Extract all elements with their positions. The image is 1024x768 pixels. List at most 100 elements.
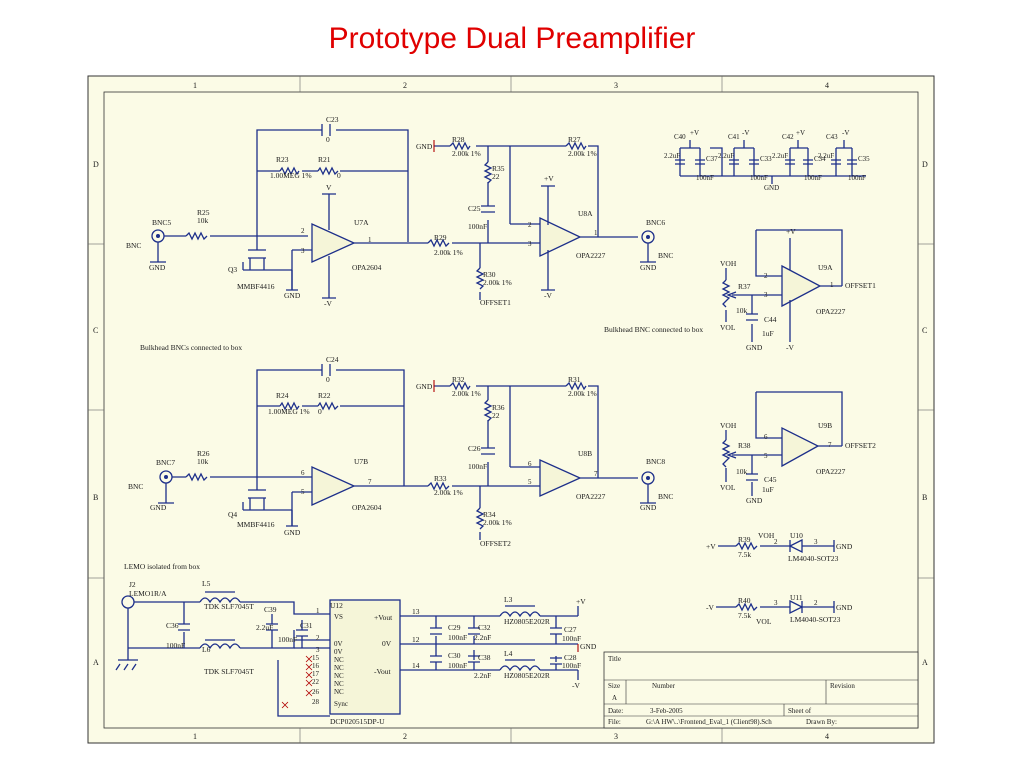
u12-pin-name: VS <box>334 613 343 621</box>
r40-resistor <box>735 602 758 612</box>
u7b-label: U7B <box>354 457 368 466</box>
pin-label: 5 <box>764 452 768 460</box>
col-label-top: 1 <box>193 81 197 90</box>
pin-label: 6 <box>301 469 305 477</box>
sheet-inner-frame <box>103 91 919 729</box>
r32-label: R32 <box>452 375 465 384</box>
pin-14: 14 <box>412 661 420 670</box>
r36-label: R36 <box>492 403 505 412</box>
lemo-note: LEMO isolated from box <box>124 562 200 571</box>
c24-capacitor <box>321 364 331 376</box>
file-field-label: File: <box>608 718 621 726</box>
u12-left-pins: VS 0V 0V NC NC NC NC NC Sync 1 2 3 15 16… <box>312 607 348 708</box>
r37-label: R37 <box>738 282 751 291</box>
r38-value: 10k <box>736 467 748 476</box>
c41-value: 2.2uF <box>718 152 734 160</box>
u7a-opamp <box>311 222 356 264</box>
pin-label: 2 <box>528 221 532 229</box>
c43-value: 2.2uF <box>818 152 834 160</box>
u12-pin-num: 3 <box>316 646 320 654</box>
r21-label: R21 <box>318 155 331 164</box>
r23-value: 1.00MEG 1% <box>270 171 312 180</box>
u12-pin-name: NC <box>334 672 344 680</box>
r28-label: R28 <box>452 135 465 144</box>
col-label-bottom: 4 <box>825 732 829 741</box>
u12-pin-num: 1 <box>316 607 320 615</box>
c25-label: C25 <box>468 204 481 213</box>
c25-value: 100nF <box>468 222 487 231</box>
pos-label: +V <box>576 597 586 606</box>
voltage-references <box>716 538 835 615</box>
c30-label: C30 <box>448 651 461 660</box>
r23-label: R23 <box>276 155 289 164</box>
u9a-label: U9A <box>818 263 833 272</box>
u7b-opamp <box>311 465 356 507</box>
upper-channel <box>150 124 656 300</box>
r38-label: R38 <box>738 441 751 450</box>
r29-resistor <box>427 238 450 248</box>
u7b-part: OPA2604 <box>352 503 382 512</box>
c31-label: C31 <box>300 621 313 630</box>
pos-label: +V <box>786 227 796 236</box>
bnc-label: BNC <box>658 492 673 501</box>
c29-label: C29 <box>448 623 461 632</box>
j2-label: J2 <box>129 580 136 589</box>
gnd-label: GND <box>149 263 166 272</box>
r33-resistor <box>427 481 450 491</box>
c33-label: C33 <box>760 155 772 163</box>
r31-label: R31 <box>568 375 581 384</box>
u9b-label: U9B <box>818 421 832 430</box>
c33-value: 100nF <box>750 174 768 182</box>
pin-label: 6 <box>764 433 768 441</box>
offset-buffer-a <box>721 229 843 342</box>
voh-label: VOH <box>720 259 737 268</box>
size-field-label: Size <box>608 682 620 690</box>
c44-capacitor <box>746 313 758 321</box>
r22-value: 0 <box>318 407 322 416</box>
c28-value: 100nF <box>562 661 581 670</box>
l6-inductor <box>199 639 241 650</box>
r36-resistor <box>483 399 493 422</box>
c42-value: 2.2uF <box>772 152 788 160</box>
r39-value: 7.5k <box>738 550 751 559</box>
c38-value: 2.2nF <box>474 671 491 680</box>
c39-label: C39 <box>264 605 277 614</box>
r27-resistor <box>565 141 587 151</box>
row-label-left: B <box>93 493 98 502</box>
r32-resistor <box>449 381 471 391</box>
row-label-right: A <box>922 658 928 667</box>
r39-label: R39 <box>738 535 751 544</box>
sheet-field-label: Sheet of <box>788 707 812 715</box>
r27-value: 2.00k 1% <box>568 149 597 158</box>
pin-label: 6 <box>528 460 532 468</box>
r36-value: 22 <box>492 411 500 420</box>
l3-inductor <box>499 605 541 618</box>
bulkhead-note: Bulkhead BNCs connected to box <box>140 343 242 352</box>
offset2-label: OFFSET2 <box>480 539 511 548</box>
c38-label: C38 <box>478 653 491 662</box>
l6-label: L6 <box>202 645 211 654</box>
decoupling-caps <box>675 140 866 184</box>
pin-label: 1 <box>368 236 372 244</box>
pin-label: 1 <box>830 281 834 289</box>
l4-label: L4 <box>504 649 513 658</box>
u12-pin-num: 26 <box>312 688 320 696</box>
c28-label: C28 <box>564 653 577 662</box>
c25-capacitor <box>481 205 495 213</box>
u8b-label: U8B <box>578 449 592 458</box>
gnd-label: GND <box>836 542 853 551</box>
u12-pos-out: +Vout <box>374 613 393 622</box>
c34-label: C34 <box>814 155 826 163</box>
u12-pin-name: NC <box>334 688 344 696</box>
pin-label: 5 <box>528 478 532 486</box>
col-label-bottom: 3 <box>614 732 618 741</box>
u12-pin-num: 15 <box>312 654 320 662</box>
row-label-right: D <box>922 160 928 169</box>
r34-label: R34 <box>483 510 496 519</box>
bnc7-label: BNC7 <box>156 458 175 467</box>
r24-value: 1.00MEG 1% <box>268 407 310 416</box>
bnc6-connector-pin <box>646 235 650 239</box>
gnd-label: GND <box>836 603 853 612</box>
u12-pin-name: Sync <box>334 700 348 708</box>
neg-label: -V <box>572 681 580 690</box>
